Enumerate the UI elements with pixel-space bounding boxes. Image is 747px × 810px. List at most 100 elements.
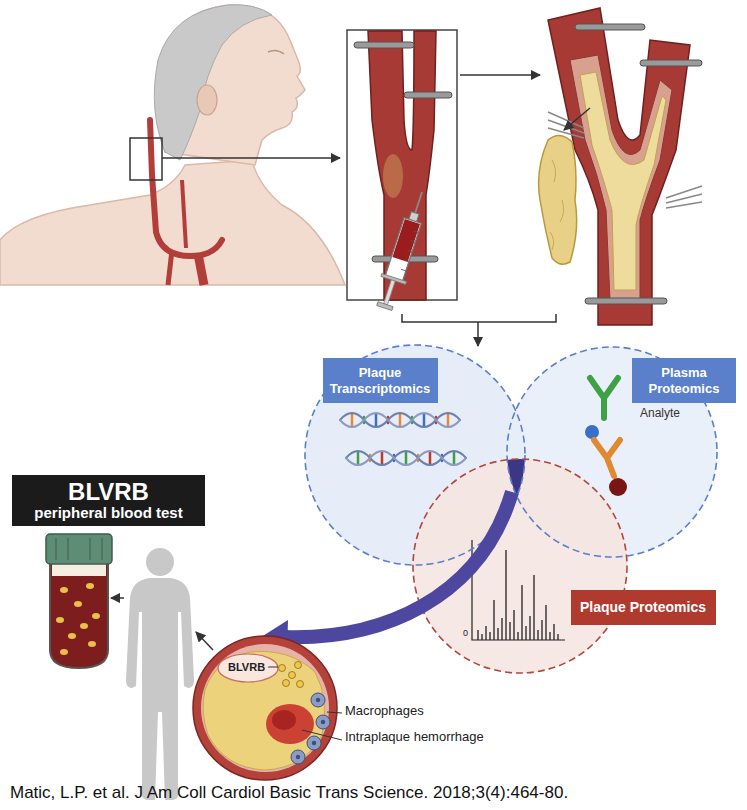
carotid-panel: [354, 42, 414, 48]
antibody-assay: [594, 440, 620, 476]
syringe-symbol: [377, 302, 393, 311]
carotid-panel: [404, 92, 452, 98]
selection-arrow: [285, 492, 512, 637]
endarterectomy: [640, 60, 702, 66]
carotid-panel: [347, 30, 457, 300]
plaque-cross-section: [316, 715, 330, 729]
mass-spectrum: [557, 634, 558, 640]
blood-tube: [68, 633, 76, 639]
dna-strands: [405, 452, 408, 464]
citation-caption: Matic, L.P. et al. J Am Coll Cardiol Bas…: [10, 783, 568, 803]
endarterectomy: [548, 112, 584, 138]
endarterectomy: [580, 72, 666, 290]
dna-strands: [340, 413, 460, 427]
plaque-cross-section: [316, 698, 320, 702]
test-name: peripheral blood test: [18, 504, 199, 522]
blood-tube: [74, 601, 82, 607]
patient-figure: [197, 85, 217, 115]
mass-spectrum: [481, 634, 482, 640]
syringe-symbol: [384, 280, 396, 305]
marker-name: BLVRB: [18, 479, 199, 504]
dna-strands: [399, 414, 402, 426]
patient-figure: [0, 160, 345, 285]
antibody-assay: [609, 478, 627, 496]
result-box: BLVRBperipheral blood test: [12, 475, 205, 526]
dna-strands: [453, 452, 456, 464]
blood-tube: [60, 649, 68, 655]
flow-arrow: [111, 597, 124, 599]
leader-line: [302, 730, 342, 740]
method-label: Plasma Proteomics: [632, 358, 736, 403]
mass-spectrum: [541, 620, 542, 640]
plaque-cross-section: [279, 665, 286, 672]
patient-figure: [130, 138, 162, 180]
antibody-assay: [585, 425, 599, 439]
plaque-cross-section: [272, 710, 296, 730]
plaque-specimen: [539, 135, 577, 264]
syringe-symbol: [415, 192, 422, 213]
mass-spectrum: [485, 626, 486, 640]
plaque-cross-section: [203, 651, 325, 770]
mass-spectrum: [478, 550, 558, 640]
plaque-cross-section: [297, 681, 304, 688]
dna-strands: [340, 413, 466, 465]
blood-tube: [88, 641, 96, 647]
blood-tube: [50, 562, 108, 668]
endarterectomy: [575, 24, 645, 30]
patient-figure: [0, 5, 345, 285]
method-title: Plaque Proteomics: [579, 599, 708, 616]
flow-arrow: [564, 108, 590, 130]
blood-tube: [102, 538, 103, 560]
method-label: Plaque Transcriptomics: [323, 358, 438, 403]
flow-arrow: [196, 632, 213, 650]
leader-line: [327, 712, 342, 713]
mass-spectrum: [553, 624, 554, 640]
dna-strands: [340, 413, 460, 427]
dna-strands: [429, 452, 432, 464]
flow-arrow: [162, 157, 340, 159]
plaque-cross-section: [266, 704, 314, 744]
method-title: Plasma Proteomics: [638, 365, 730, 396]
dna-strands: [447, 414, 450, 426]
blood-tube: [86, 583, 94, 589]
syringe-symbol: [372, 188, 434, 312]
venn-fills: [413, 459, 627, 673]
plaque-cross-section: [296, 755, 300, 759]
method-label: Plaque Proteomics: [571, 590, 716, 625]
plaque-cross-section: [307, 736, 321, 750]
selection-arrow: [258, 492, 512, 654]
plaque-cross-section: [289, 672, 296, 679]
syringe-symbol: [413, 231, 418, 233]
person-silhouette: [126, 578, 194, 800]
patient-figure: [168, 250, 172, 285]
axis-tick: 0: [463, 628, 468, 638]
dna-strands: [357, 452, 360, 464]
plaque-cross-section: [311, 693, 325, 707]
mass-spectrum: [497, 628, 498, 640]
plaque-cross-section: [321, 720, 325, 724]
mass-spectrum: [505, 550, 506, 640]
mass-spectrum: [525, 626, 526, 640]
marker-label: BLVRB: [228, 661, 265, 674]
bracket: [402, 314, 556, 322]
patient-figure: [268, 50, 284, 54]
callout-label: Macrophages: [345, 704, 424, 719]
blood-tube: [46, 534, 112, 564]
carotid-panel: [383, 154, 403, 198]
analyte-label: Analyte: [640, 407, 680, 421]
plaque-cross-section: [295, 662, 302, 669]
plaque-specimen: [550, 160, 564, 250]
plaque-cross-section: [312, 741, 316, 745]
plaque-cross-section: [193, 636, 337, 780]
syringe-symbol: [404, 260, 409, 262]
patient-figure: [198, 254, 204, 285]
plaque-specimen: [539, 135, 577, 264]
carotid-panel: [347, 30, 457, 300]
plaque-cross-section: [283, 680, 290, 687]
mass-spectrum: [513, 610, 514, 640]
endarterectomy: [666, 186, 702, 208]
blood-tube: [46, 534, 112, 668]
antibody-assay: [585, 378, 627, 496]
mass-spectrum: [493, 600, 494, 640]
